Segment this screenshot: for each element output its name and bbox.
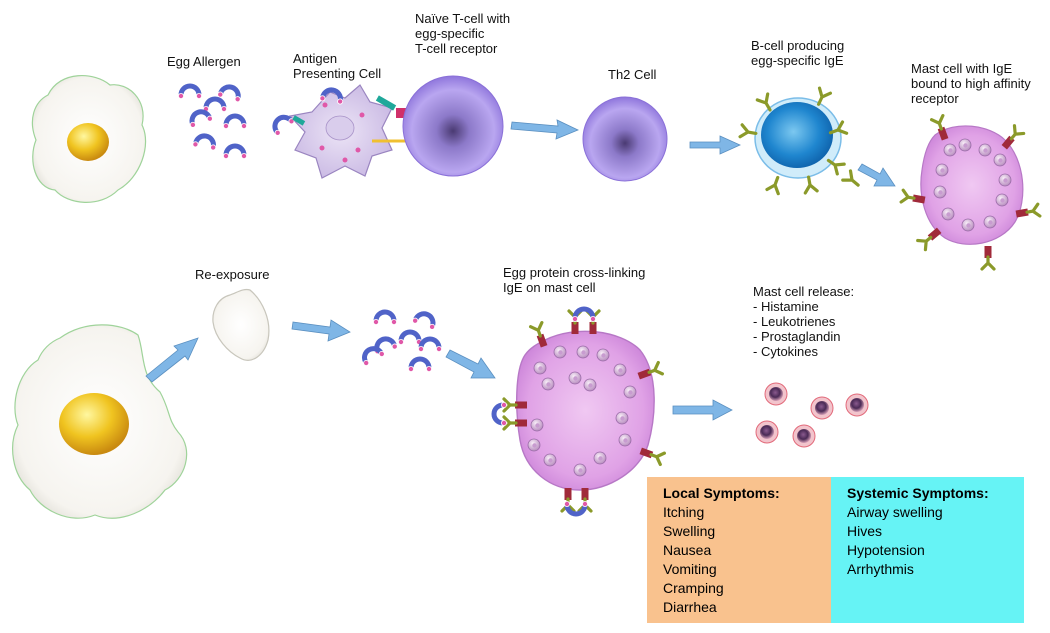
arrow-piece-to-allergen [291,319,351,342]
b-cell [738,86,864,196]
local-symptom-item: Diarrhea [663,599,717,615]
local-symptom-item: Swelling [663,523,716,539]
systemic-symptoms-box: Systemic Symptoms: Airway swelling Hives… [831,477,1024,623]
released-mediators [755,382,869,448]
th2-cell [582,96,668,182]
systemic-symptom-item: Arrhythmis [847,561,914,577]
systemic-symptom-item: Airway swelling [847,504,943,520]
local-symptom-item: Cramping [663,580,724,596]
systemic-symptom-item: Hives [847,523,883,539]
arrow-tcell-to-th2 [510,119,579,140]
label-cross-linking: Egg protein cross-linking IgE on mast ce… [503,265,646,295]
arrow-bcell-to-mast [857,163,896,187]
label-antigen-presenting-cell: Antigen Presenting Cell [293,51,382,81]
label-th2-cell: Th2 Cell [608,67,657,82]
egg-allergen-cluster [178,84,246,158]
mast-cell-crosslinking [494,309,666,514]
label-mast-cell: Mast cell with IgE bound to high affinit… [911,61,1031,106]
label-egg-allergen: Egg Allergen [167,54,241,69]
fried-egg-icon [31,75,147,203]
local-symptoms-box: Local Symptoms: Itching Swelling Nausea … [647,477,831,623]
arrow-egg-to-piece [145,337,199,383]
systemic-symptom-item: Hypotension [847,542,925,558]
local-symptom-item: Vomiting [663,561,717,577]
label-re-exposure: Re-exposure [195,267,270,282]
local-symptoms-title: Local Symptoms: [663,485,780,501]
label-b-cell: B-cell producing egg-specific IgE [751,38,845,68]
naive-t-cell [402,75,504,177]
mast-cell-top [899,114,1042,271]
local-symptom-item: Itching [663,504,705,520]
egg-piece-icon [212,288,270,361]
arrow-th2-to-bcell [689,135,741,155]
local-symptom-item: Nausea [663,542,712,558]
egg-allergen-cluster-bottom [359,310,442,371]
systemic-symptoms-title: Systemic Symptoms: [847,485,989,501]
antigen-presenting-cell [269,84,412,179]
arrow-mast-to-release [672,399,733,421]
label-mast-cell-release: Mast cell release: - Histamine - Leukotr… [753,284,855,359]
label-naive-t-cell: Naïve T-cell with egg-specific T-cell re… [415,11,511,56]
arrow-allergen-to-mast [445,349,496,379]
bitten-egg-icon [12,324,188,519]
